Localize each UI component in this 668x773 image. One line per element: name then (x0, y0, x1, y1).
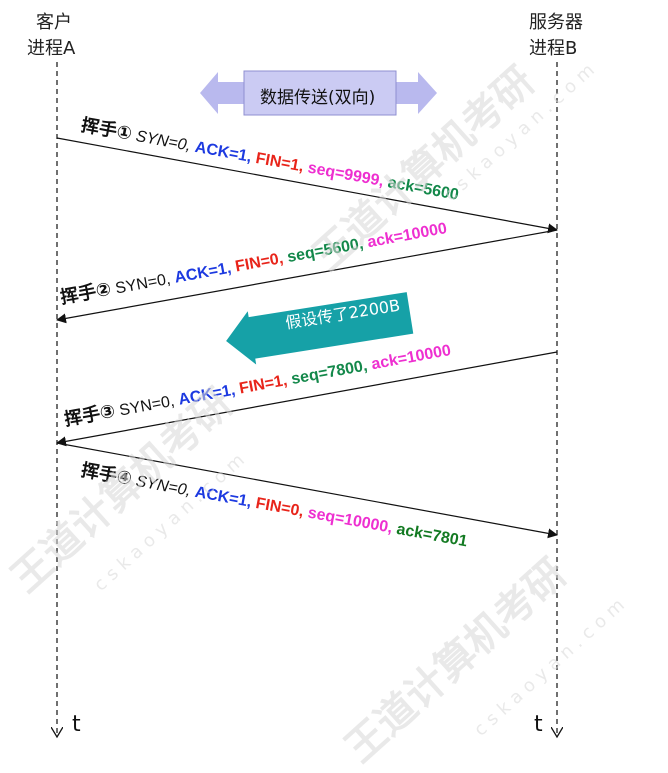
client-label-line2: 进程A (27, 38, 76, 59)
handshake-1-arrow (56, 137, 558, 234)
handshake-3-number: ③ (98, 400, 117, 425)
bidirectional-transfer-box (243, 70, 397, 116)
bidirectional-transfer-label: 数据传送(双向) (260, 88, 376, 108)
diagram-canvas (0, 62, 668, 752)
server-label-line2: 进程B (529, 38, 578, 59)
client-label-line1: 客户 (36, 12, 72, 33)
time-label-server: t (534, 712, 543, 737)
server-label-line1: 服务器 (529, 12, 583, 33)
handshake-1-number: ① (114, 121, 134, 145)
handshake-3-arrow (56, 351, 558, 447)
handshake-2-arrow (56, 229, 558, 324)
handshake-2-number: ② (94, 278, 113, 303)
tcp-four-way-handshake-diagram: 客户 进程A 服务器 进程B t t 数据传送(双向) 数据传送(单向) 假设传… (0, 12, 668, 772)
time-label-client: t (72, 712, 81, 737)
one-way-transfer-arrow (226, 292, 414, 365)
handshake-4-arrow (56, 442, 558, 539)
